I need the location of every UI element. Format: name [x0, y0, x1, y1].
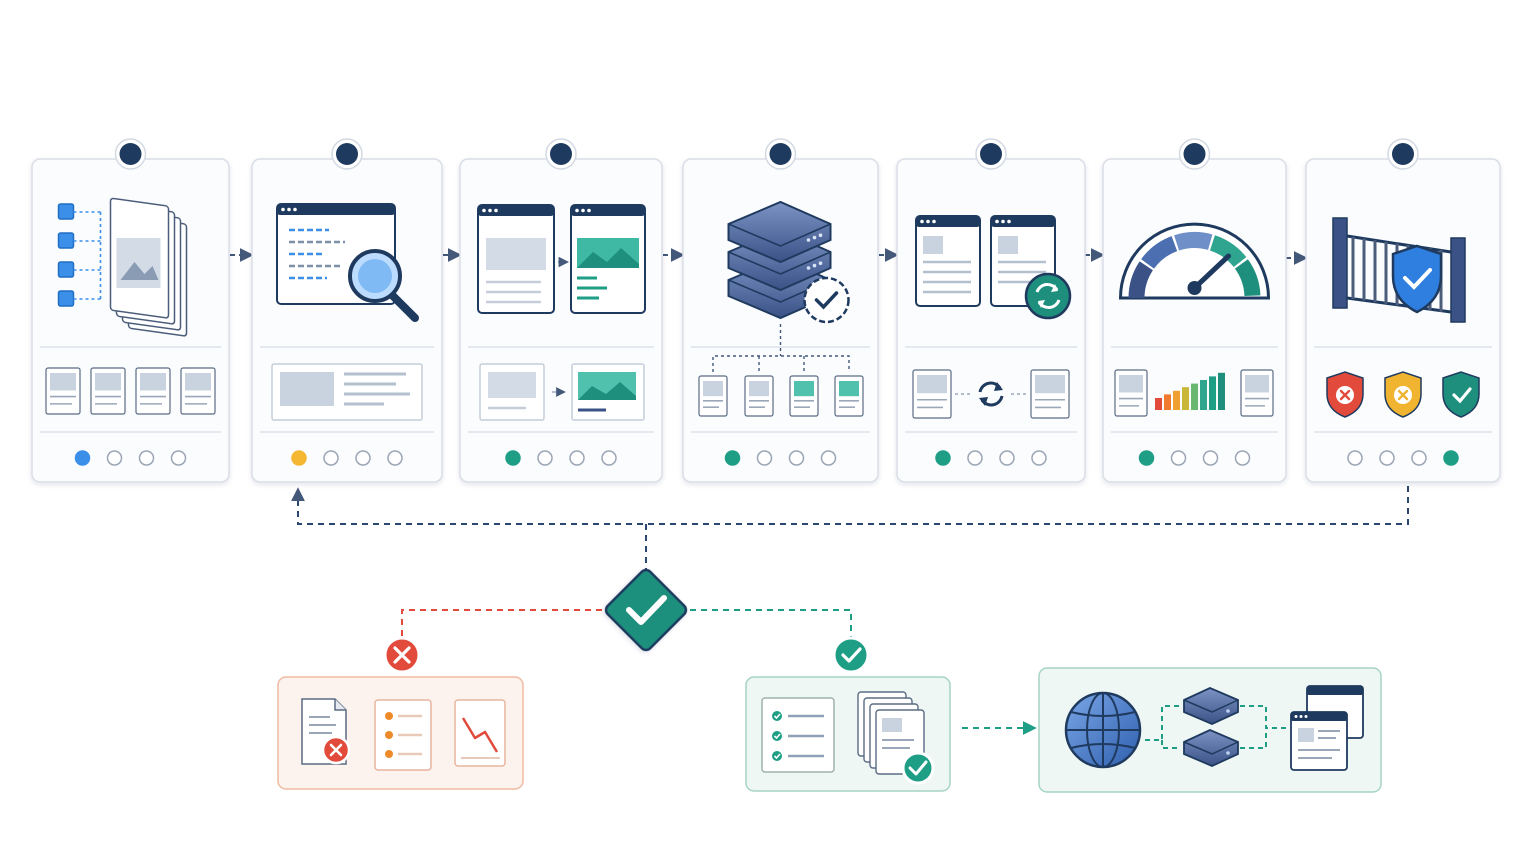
document-thumbnails-icon: [45, 367, 216, 415]
progress-dot: [323, 450, 339, 466]
progress-dot: [935, 450, 951, 466]
progress-dot: [106, 450, 123, 466]
progress-dot: [170, 450, 187, 466]
stage-pin-6: [1178, 138, 1211, 170]
stage-pin-7: [1387, 138, 1419, 170]
stage-cards: [31, 138, 1501, 483]
stage-card-4: [682, 138, 879, 483]
decision-node: [604, 568, 688, 652]
page-compare-icon: [479, 363, 645, 421]
branch-lines: [401, 609, 1037, 735]
stage-pin-1: [114, 138, 147, 170]
progress-dot: [820, 450, 837, 466]
speedometer-gauge-icon: [1118, 222, 1271, 300]
stage-card-2: [251, 138, 443, 483]
sync-cycle-icon: [912, 369, 1070, 419]
browser-windows-icon: [1290, 685, 1364, 771]
pass-branch: [745, 636, 951, 792]
document-error-icon: [301, 698, 351, 765]
server-nodes-icon: [1183, 687, 1239, 767]
server-stack-check-icon: [727, 200, 850, 324]
globe-icon: [1064, 691, 1142, 769]
stage-connectors: [230, 248, 1308, 265]
stage-progress-dots-7: [1347, 450, 1459, 466]
check-diamond-icon: [626, 595, 667, 625]
stage-card-3: [459, 138, 663, 483]
browser-magnifier-icon: [276, 203, 419, 322]
gate-shield-icon: [1332, 217, 1466, 323]
declining-chart-icon: [454, 699, 506, 767]
document-stack-icon: [57, 197, 188, 337]
bar-levels-icon: [1114, 369, 1274, 417]
progress-dot: [1411, 450, 1427, 466]
progress-dot: [999, 450, 1015, 466]
progress-dot: [569, 450, 585, 466]
stage-card-5: [896, 138, 1086, 483]
stage-pin-3: [545, 138, 577, 170]
issue-list-icon: [374, 699, 432, 771]
stage-progress-dots-3: [505, 450, 617, 466]
stage-progress-dots-1: [74, 450, 187, 466]
stage-progress-dots-4: [724, 450, 837, 466]
progress-dot: [724, 450, 741, 466]
progress-dot: [1170, 450, 1187, 466]
progress-dot: [1443, 450, 1459, 466]
approved-documents-icon: [857, 691, 935, 785]
x-circle-icon: [383, 636, 421, 674]
progress-dot: [1234, 450, 1251, 466]
shield-status-icon: [1326, 371, 1480, 418]
stage-card-7: [1305, 138, 1501, 483]
page-sync-icon: [915, 215, 1072, 320]
progress-dot: [74, 450, 91, 466]
progress-dot: [1202, 450, 1219, 466]
stage-progress-dots-6: [1138, 450, 1251, 466]
page-transform-icon: [477, 204, 646, 314]
stage-pin-4: [764, 138, 797, 170]
progress-dot: [505, 450, 521, 466]
stage-pin-2: [331, 138, 363, 170]
progress-dot: [537, 450, 553, 466]
pass-branch-line: [690, 609, 852, 638]
feedback-loop-line: [291, 486, 1409, 525]
progress-dot: [1138, 450, 1155, 466]
fail-branch-line: [401, 609, 602, 638]
progress-dot: [1379, 450, 1395, 466]
checklist-icon: [761, 697, 835, 773]
stage-card-1: [31, 138, 230, 483]
progress-dot: [291, 450, 307, 466]
progress-dot: [756, 450, 773, 466]
progress-dot: [355, 450, 371, 466]
progress-dot: [788, 450, 805, 466]
stage-card-6: [1102, 138, 1287, 483]
progress-dot: [1031, 450, 1047, 466]
stage-progress-dots-5: [935, 450, 1047, 466]
stage-pin-5: [975, 138, 1007, 170]
content-block-icon: [271, 363, 423, 421]
stage-progress-dots-2: [291, 450, 403, 466]
progress-dot: [387, 450, 403, 466]
check-circle-icon: [832, 636, 870, 674]
progress-dot: [967, 450, 983, 466]
deploy-panel-group: [1038, 667, 1382, 793]
progress-dot: [601, 450, 617, 466]
feedback-loop: [291, 486, 1409, 570]
progress-dot: [1347, 450, 1363, 466]
progress-dot: [138, 450, 155, 466]
fail-branch: [277, 636, 524, 790]
distribution-tree-icon: [698, 324, 864, 417]
